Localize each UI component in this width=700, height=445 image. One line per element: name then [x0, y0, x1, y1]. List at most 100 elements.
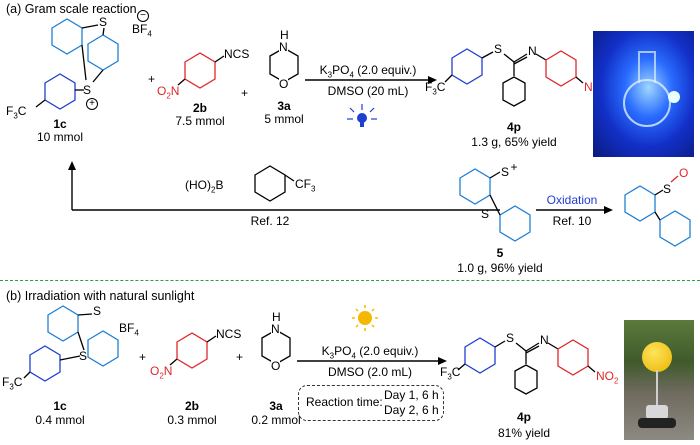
nh-nitrogen-a: N: [279, 40, 288, 54]
compound-id-3a-b: 3a: [269, 399, 283, 413]
ncs-group-a: NCS: [224, 47, 250, 61]
compound-id-4p-a: 4p: [506, 120, 522, 134]
compound-id-2b-a: 2b: [192, 101, 208, 115]
conditions-solvent-b: DMSO (2.0 mL): [327, 365, 413, 379]
compound-id-5: 5: [496, 246, 504, 260]
sulfonium-s-b: S: [79, 349, 88, 363]
boronic-acid-ring: [254, 165, 286, 202]
cf3-product-b: F3C: [440, 365, 461, 382]
bond-s-plus-right: [92, 69, 104, 83]
amount-3a-a: 5 mmol: [264, 112, 304, 126]
cf3-product-a: F3C: [425, 80, 446, 97]
reaction-time-box: [298, 385, 444, 421]
photo-sunlight-reaction: [624, 320, 694, 440]
conditions-base-a: K3PO4 (2.0 equiv.): [319, 63, 417, 80]
amount-2b-a: 7.5 mmol: [175, 114, 225, 128]
conditions-solvent-a: DMSO (20 mL): [327, 84, 409, 98]
cf3-label-b: F3C: [2, 375, 23, 392]
thioether-s-a: S: [494, 42, 503, 56]
bond-s-top-left: [81, 24, 99, 29]
nh-hydrogen-a: H: [280, 28, 289, 42]
bond-no2: [177, 78, 186, 86]
sulfur-label-a: S: [99, 15, 108, 29]
compound-id-1c-a: 1c: [53, 117, 67, 131]
sulfonium-1c-a: [35, 18, 119, 110]
oxidation-label: Oxidation: [546, 193, 598, 207]
cf3-label-a: F3C: [6, 104, 27, 121]
morpholine-ring-product: [502, 76, 526, 107]
ref-12: Ref. 12: [250, 214, 290, 228]
vial: [646, 405, 668, 419]
thioether-s-b: S: [506, 331, 515, 345]
photo-blue-led-reaction: [593, 31, 694, 157]
nh-hydrogen-b: H: [272, 310, 281, 324]
nh-nitrogen-b: N: [271, 322, 280, 336]
plus-sign-3: +: [510, 160, 518, 174]
amount-2b-b: 0.3 mmol: [167, 413, 217, 427]
no2-group-a: O2N: [157, 84, 180, 101]
boronic-cf3-label: CF3: [295, 177, 316, 194]
sulfonium-1c-b: [23, 305, 119, 382]
no2-product-b: NO2: [596, 369, 619, 386]
flask-neck: [638, 51, 656, 83]
plus-sign-2: +: [241, 86, 249, 100]
imine-n-a: N: [528, 44, 537, 58]
panel-b-header: (b) Irradiation with natural sunlight: [6, 289, 195, 303]
conditions-base-b: K3PO4 (2.0 equiv.): [321, 344, 419, 361]
morpholine-oxygen-b: O: [271, 359, 281, 373]
panel-divider: [0, 280, 700, 281]
plus-sign-4: +: [139, 350, 147, 364]
thianthrene-s-top: S: [501, 165, 510, 179]
sulfoxide-o: O: [679, 166, 689, 180]
reaction-time-label: Reaction time:: [306, 395, 383, 409]
ref-10: Ref. 10: [552, 214, 592, 228]
bond-aryl-cf3: [35, 99, 46, 108]
needle-stem: [656, 370, 658, 410]
plus-sign-1: +: [148, 72, 156, 86]
stir-plate: [638, 418, 676, 428]
ncs-group-b: NCS: [216, 327, 242, 341]
counterion-b: BF4: [119, 321, 139, 338]
sun-icon: [352, 305, 378, 331]
morpholine-oxygen-a: O: [279, 77, 289, 91]
yield-4p-a: 1.3 g, 65% yield: [471, 135, 557, 149]
no2-group-b: O2N: [150, 364, 173, 381]
amount-1c-a: 10 mmol: [36, 130, 84, 144]
compound-id-4p-b: 4p: [516, 410, 532, 424]
bond-ncs: [214, 55, 225, 63]
sulfur-label-b: S: [93, 304, 102, 318]
amount-1c-b: 0.4 mmol: [35, 413, 85, 427]
reaction-time-day1: Day 1, 6 h: [384, 388, 439, 402]
sulfoxide-s: S: [663, 182, 672, 196]
sulfonium-s-a: S: [83, 83, 92, 97]
compound-id-1c-b: 1c: [53, 399, 67, 413]
blue-light-icon: [347, 104, 377, 127]
negative-charge-icon: −: [137, 10, 149, 22]
positive-charge-icon: +: [86, 98, 98, 110]
flask-outline: [623, 79, 671, 127]
boronic-acid-label: (HO)2B: [185, 178, 224, 195]
counterion-a: BF4: [132, 22, 152, 39]
amount-3a-b: 0.2 mmol: [251, 413, 301, 427]
panel-a-header: (a) Gram scale reaction: [6, 2, 137, 16]
yellow-balloon: [642, 342, 672, 372]
compound-id-3a-a: 3a: [277, 99, 291, 113]
yield-5: 1.0 g, 96% yield: [457, 261, 543, 275]
led-glow: [668, 91, 680, 103]
thianthrene-s-bottom: S: [481, 207, 490, 221]
plus-sign-5: +: [236, 350, 244, 364]
imine-n-b: N: [540, 333, 549, 347]
compound-id-2b-b: 2b: [184, 399, 200, 413]
bond-s-plus-left: [81, 44, 87, 81]
reaction-time-day2: Day 2, 6 h: [384, 403, 439, 417]
bond-s-top-right: [102, 27, 105, 36]
yield-4p-b: 81% yield: [497, 426, 551, 440]
